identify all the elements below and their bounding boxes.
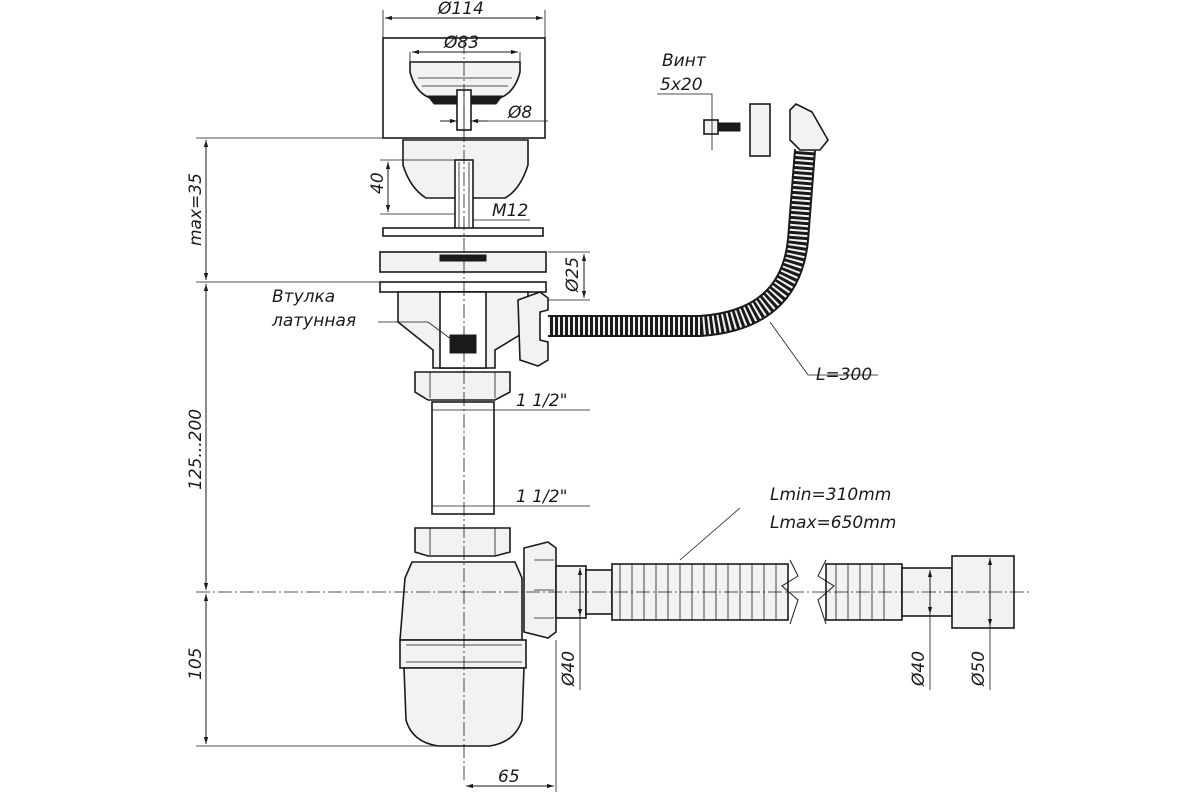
lmin-label: Lmin=310mm [770, 485, 891, 505]
tailpiece-drawing [414, 371, 511, 557]
screw-size-label: 5x20 [660, 75, 703, 95]
overflow-hose-drawing [548, 103, 829, 337]
d114-label: Ø114 [437, 0, 484, 19]
max35-label: max=35 [186, 173, 206, 246]
strainer-drawing [379, 37, 549, 369]
l300-label: L=300 [816, 365, 872, 385]
d40-left-label: Ø40 [559, 651, 579, 687]
d40-right-label: Ø40 [909, 651, 929, 687]
vint-label: Винт [662, 51, 707, 71]
vtulka-label: Втулка [272, 287, 335, 307]
lmax-label: Lmax=650mm [770, 513, 896, 533]
d50-label: Ø50 [969, 651, 989, 687]
m12-label: M12 [492, 201, 528, 221]
bottle-trap-drawing [399, 541, 587, 747]
w65-label: 65 [498, 767, 520, 787]
d83-label: Ø83 [443, 33, 479, 53]
d8-label: Ø8 [507, 103, 532, 123]
center-lines [196, 40, 1030, 780]
thread-top-label: 1 1/2" [516, 391, 567, 411]
h40-label: 40 [368, 172, 388, 194]
d25-label: Ø25 [563, 257, 583, 293]
thread-bottom-label: 1 1/2" [516, 487, 567, 507]
dimension-lines [196, 10, 993, 792]
latunnaya-label: латунная [271, 311, 356, 331]
h125-200-label: 125...200 [186, 409, 206, 490]
h105-label: 105 [186, 648, 206, 680]
